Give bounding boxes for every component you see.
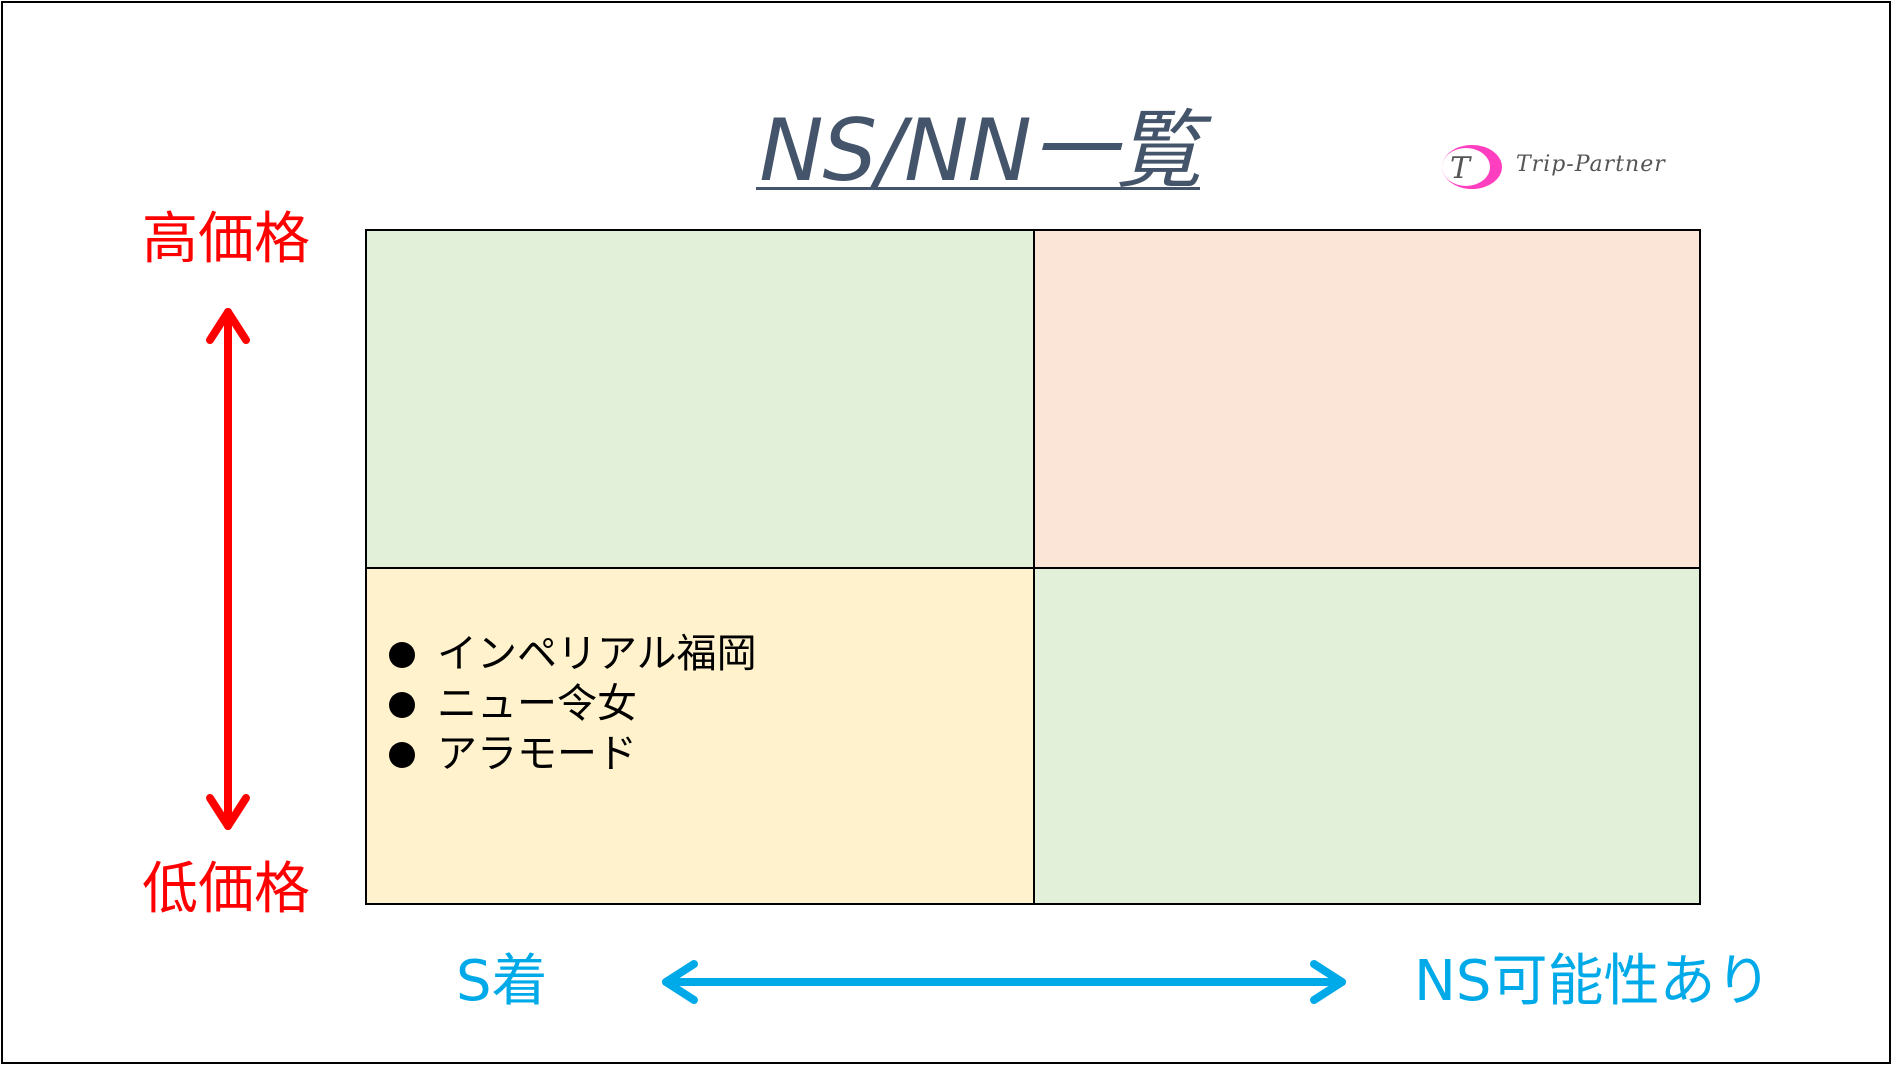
bullet-icon [389,692,415,718]
logo-text: Trip-Partner [1516,152,1666,177]
bottom-left-list: インペリアル福岡 ニュー令女 アラモード [385,629,757,779]
y-axis-bottom-label: 低価格 [142,857,310,922]
bullet-icon [389,642,415,668]
vertical-double-arrow-icon [206,308,250,830]
page-title: NS/NN一覧 [759,101,1202,201]
list-item-label: インペリアル福岡 [437,631,757,677]
quadrant-bottom-right [1035,569,1699,903]
logo: T Trip-Partner [1436,138,1686,198]
list-item: アラモード [385,729,757,779]
list-item: ニュー令女 [385,679,757,729]
logo-mark-icon: T [1442,145,1502,189]
quadrant-bottom-left: インペリアル福岡 ニュー令女 アラモード [367,569,1035,903]
quadrant-grid: インペリアル福岡 ニュー令女 アラモード [365,229,1701,905]
x-axis-right-label: NS可能性あり [1414,949,1772,1014]
bullet-icon [389,742,415,768]
list-item: インペリアル福岡 [385,629,757,679]
quadrant-top-left [367,231,1035,569]
list-item-label: ニュー令女 [437,681,637,727]
logo-mark-letter: T [1450,151,1472,186]
y-axis-top-label: 高価格 [142,207,310,272]
title-underline [756,187,1200,190]
horizontal-double-arrow-icon [662,960,1346,1004]
x-axis-left-label: S着 [456,949,548,1014]
list-item-label: アラモード [437,731,637,777]
quadrant-top-right [1035,231,1699,569]
